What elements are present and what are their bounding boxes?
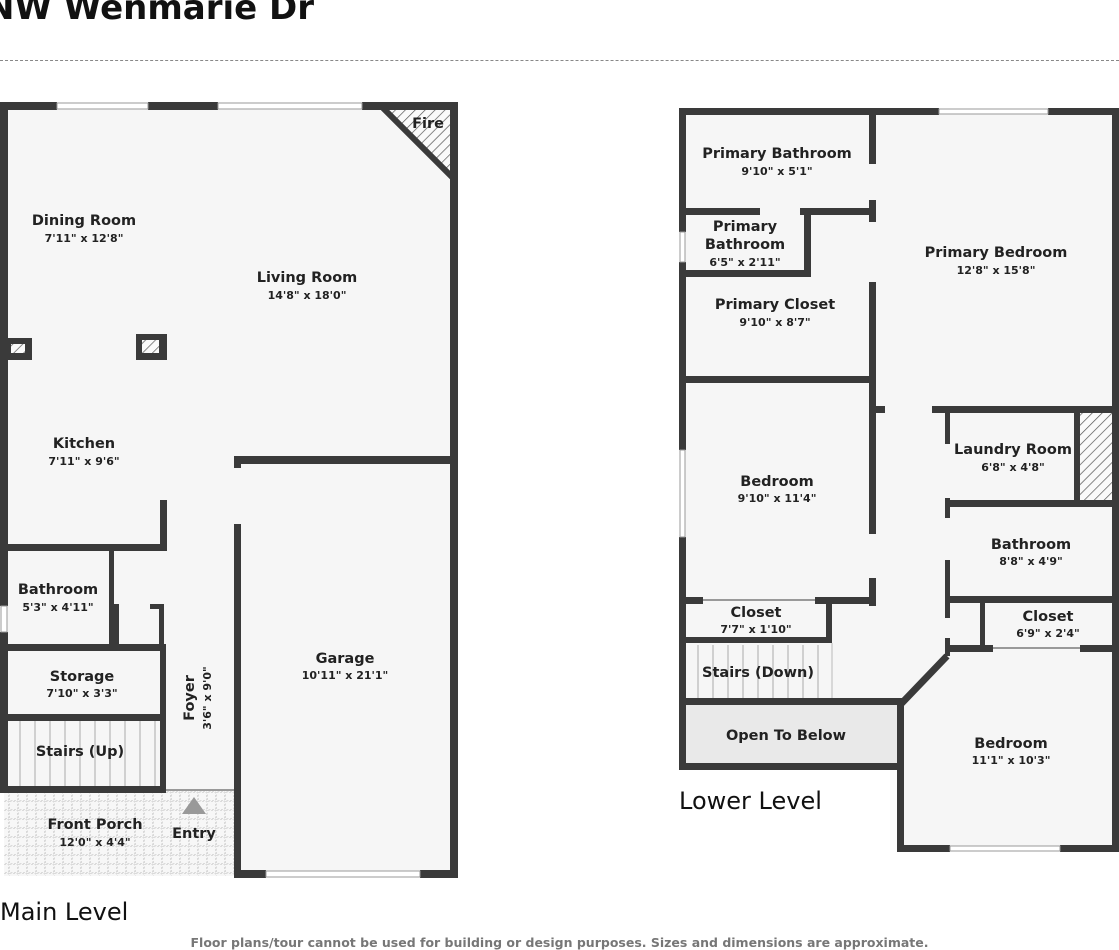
closet-2-name: Closet — [1023, 609, 1074, 625]
stairs-up-label: Stairs (Up) — [36, 744, 124, 760]
fireplace-label: Fire — [412, 116, 444, 132]
primary-bathroom-1-dims: 9'10" x 5'1" — [741, 165, 812, 178]
dining-room-name: Dining Room — [32, 213, 136, 229]
storage-dims: 7'10" x 3'3" — [46, 687, 117, 700]
front-porch-name: Front Porch — [47, 817, 142, 833]
primary-bathroom-2-name-line2: Bathroom — [705, 237, 785, 253]
living-room-name: Living Room — [257, 270, 358, 286]
stairs-down-label: Stairs (Down) — [702, 665, 814, 681]
foyer-dims: 3'6" x 9'0" — [201, 666, 214, 730]
primary-bedroom-name: Primary Bedroom — [925, 245, 1068, 261]
main-level-label: Main Level — [0, 898, 129, 926]
foyer-name: Foyer — [182, 674, 198, 721]
primary-closet-dims: 9'10" x 8'7" — [739, 316, 810, 329]
closet-2-dims: 6'9" x 2'4" — [1016, 627, 1080, 640]
lower-floor-fill-bedroom — [902, 648, 1115, 848]
laundry-room-dims: 6'8" x 4'8" — [981, 461, 1045, 474]
closet-1-name: Closet — [731, 605, 782, 621]
main-floor-fill — [4, 104, 456, 876]
laundry-hatch — [1078, 413, 1113, 502]
closet-1-dims: 7'7" x 1'10" — [720, 623, 791, 636]
bathroom-main-dims: 5'3" x 4'11" — [22, 601, 93, 614]
fireplace-edge — [380, 105, 456, 181]
disclaimer-text: Floor plans/tour cannot be used for buil… — [190, 935, 929, 950]
garage-name: Garage — [316, 651, 375, 667]
bedroom-1-name: Bedroom — [740, 474, 813, 490]
stairs-up-treads — [19, 721, 156, 786]
lower-level-label: Lower Level — [679, 787, 822, 815]
stairs-down-treads — [697, 645, 819, 698]
storage-name: Storage — [50, 669, 115, 685]
header-divider — [0, 60, 1119, 61]
entry-arrow — [182, 797, 206, 814]
primary-closet-name: Primary Closet — [715, 297, 835, 313]
lower-level-plan: Primary Bathroom 9'10" x 5'1" Primary Ba… — [679, 108, 1119, 852]
bedroom-2-name: Bedroom — [974, 736, 1047, 752]
front-porch-dims: 12'0" x 4'4" — [59, 836, 130, 849]
bathroom-main-name: Bathroom — [18, 582, 98, 598]
bedroom-angled-wall — [897, 653, 950, 708]
primary-bathroom-2-dims: 6'5" x 2'11" — [709, 256, 780, 269]
kitchen-dims: 7'11" x 9'6" — [48, 455, 119, 468]
open-below-area — [682, 703, 902, 767]
bedroom-1-dims: 9'10" x 11'4" — [738, 492, 817, 505]
open-to-below-label: Open To Below — [726, 728, 846, 744]
living-room-dims: 14'8" x 18'0" — [268, 289, 347, 302]
bathroom-lower-dims: 8'8" x 4'9" — [999, 555, 1063, 568]
garage-dims: 10'11" x 21'1" — [302, 669, 389, 682]
bathroom-lower-name: Bathroom — [991, 537, 1071, 553]
main-level-plan: Dining Room 7'11" x 12'8" Living Room 14… — [0, 102, 458, 878]
entry-label: Entry — [172, 826, 216, 842]
kitchen-name: Kitchen — [53, 436, 115, 452]
laundry-room-name: Laundry Room — [954, 442, 1072, 458]
dining-room-dims: 7'11" x 12'8" — [45, 232, 124, 245]
bedroom-2-dims: 11'1" x 10'3" — [972, 754, 1051, 767]
property-title: NW Wenmarie Dr — [0, 0, 315, 28]
floor-plan: Dining Room 7'11" x 12'8" Living Room 14… — [0, 102, 1119, 878]
primary-bathroom-1-name: Primary Bathroom — [702, 146, 852, 162]
primary-bedroom-dims: 12'8" x 15'8" — [957, 264, 1036, 277]
primary-bathroom-2-name-line1: Primary — [713, 219, 778, 235]
